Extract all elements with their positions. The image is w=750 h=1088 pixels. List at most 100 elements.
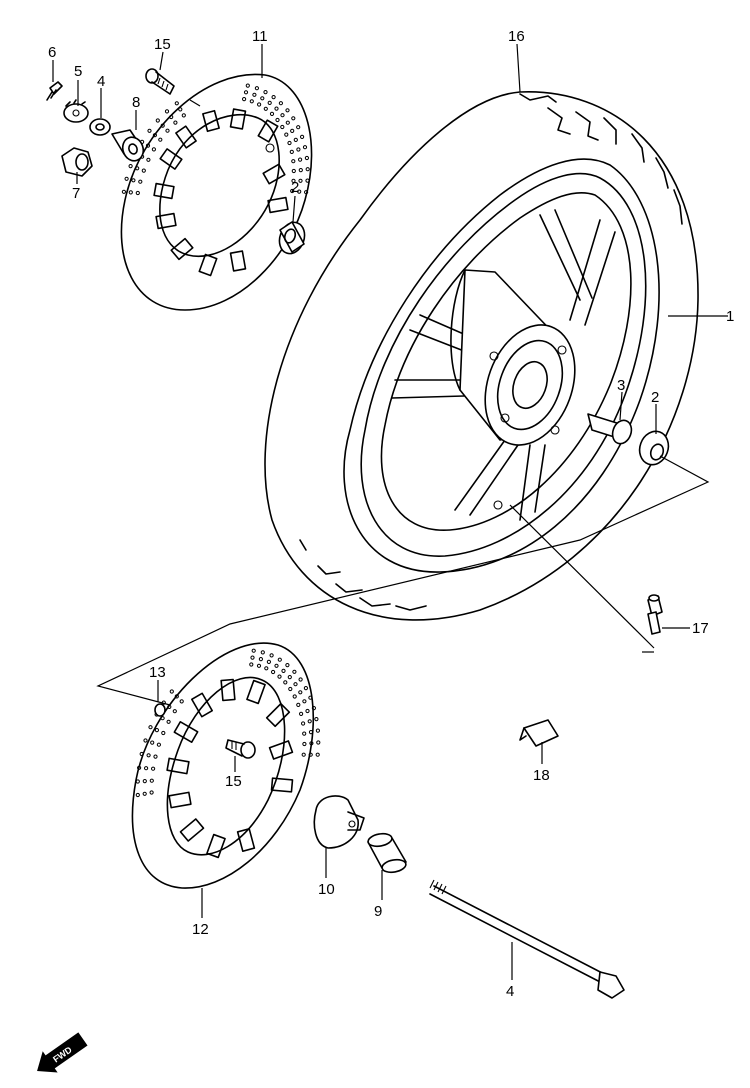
perforation-hole (296, 702, 301, 708)
perforation-hole (245, 83, 250, 88)
perforation-hole (260, 650, 265, 655)
perforation-hole (298, 157, 303, 162)
perforation-hole (269, 111, 275, 117)
perforation-hole (179, 699, 184, 704)
perforation-hole (169, 114, 174, 120)
perforation-hole (243, 90, 249, 95)
perforation-hole (149, 790, 154, 795)
part-label-18: 18 (533, 767, 550, 784)
speedometer-gearbox (313, 795, 365, 849)
perforation-hole (165, 128, 170, 133)
perforation-hole (287, 140, 292, 146)
perforation-hole (135, 779, 140, 784)
perforation-hole (291, 116, 296, 121)
perforation-hole (249, 99, 254, 104)
perforation-hole (138, 179, 143, 184)
perforation-hole (166, 719, 171, 724)
perforation-hole (149, 778, 154, 783)
perforation-hole (158, 137, 163, 142)
perforation-hole (172, 709, 177, 714)
perforation-hole (257, 102, 262, 107)
axle-spacer (367, 832, 407, 874)
perforation-hole (297, 189, 302, 194)
balance-weight (519, 719, 559, 747)
perforation-hole (291, 178, 296, 183)
perforation-hole (303, 686, 308, 691)
lower-brake-disc (131, 642, 321, 889)
perforation-hole (152, 133, 157, 138)
perforation-hole (121, 189, 127, 194)
perforation-hole (178, 107, 183, 112)
perforation-hole (252, 92, 257, 97)
perforation-hole (135, 190, 140, 196)
disc-bolt-upper (145, 68, 175, 95)
perforation-hole (263, 106, 268, 111)
forward-arrow: FWD (37, 1032, 88, 1073)
wheel-rim (360, 172, 647, 557)
perforation-hole (266, 659, 271, 665)
perforation-hole (269, 653, 274, 658)
part-label-5: 4 (97, 73, 105, 90)
part-label-11: 10 (318, 881, 335, 898)
perforation-hole (174, 694, 179, 699)
axle-nut (61, 147, 93, 177)
perforation-hole (267, 100, 272, 106)
perforation-hole (309, 741, 314, 746)
perforation-hole (264, 666, 269, 671)
perforation-hole (287, 675, 292, 680)
perforation-hole (128, 164, 133, 169)
part-label-15a: 15 (154, 36, 171, 53)
perforation-hole (156, 742, 161, 747)
perforation-hole (142, 791, 147, 796)
perforation-hole (277, 657, 282, 662)
perforation-hole (137, 765, 142, 770)
part-label-3: 3 (617, 377, 625, 394)
perforation-hole (135, 792, 140, 798)
perforation-hole (151, 766, 156, 771)
perforation-hole (285, 108, 290, 113)
perforation-hole (174, 101, 179, 106)
perforation-hole (258, 657, 263, 662)
part-label-2b: 2 (651, 389, 659, 406)
part-label-16: 16 (508, 28, 525, 45)
perforation-hole (308, 730, 314, 735)
perforation-hole (150, 740, 155, 745)
perforation-hole (281, 668, 286, 674)
perforation-hole (292, 694, 297, 699)
cotter-pin (46, 81, 63, 101)
perforation-hole (254, 86, 259, 91)
perforation-hole (298, 690, 303, 695)
perforation-hole (260, 96, 265, 101)
perforation-hole (146, 157, 151, 162)
perforation-hole (144, 766, 149, 771)
part-label-10: 9 (374, 903, 382, 920)
perforation-hole (288, 686, 293, 692)
perforation-hole (128, 190, 133, 195)
front-axle (429, 879, 625, 999)
perforation-hole (251, 648, 256, 653)
perforation-hole (169, 689, 174, 694)
leader-lines (52, 43, 728, 980)
part-label-13: 12 (192, 921, 209, 938)
perforation-hole (146, 753, 151, 758)
perforation-hole (290, 188, 295, 194)
perforation-hole (124, 176, 129, 181)
perforation-hole (142, 779, 147, 784)
perforation-hole (284, 132, 289, 137)
perforation-hole (249, 662, 254, 667)
perforation-hole (277, 674, 282, 679)
perforation-hole (315, 752, 320, 757)
washer (89, 118, 111, 136)
bearing-upper (278, 221, 306, 255)
perforation-hole (307, 719, 312, 724)
perforation-hole (301, 721, 306, 726)
part-label-12: 11 (252, 28, 268, 45)
perforation-hole (250, 655, 255, 660)
part-label-14: 13 (149, 664, 166, 681)
perforation-hole (280, 113, 285, 118)
part-label-9: 8 (132, 94, 140, 111)
perforation-hole (305, 708, 310, 714)
perforation-hole (160, 123, 165, 128)
perforation-hole (302, 145, 308, 150)
